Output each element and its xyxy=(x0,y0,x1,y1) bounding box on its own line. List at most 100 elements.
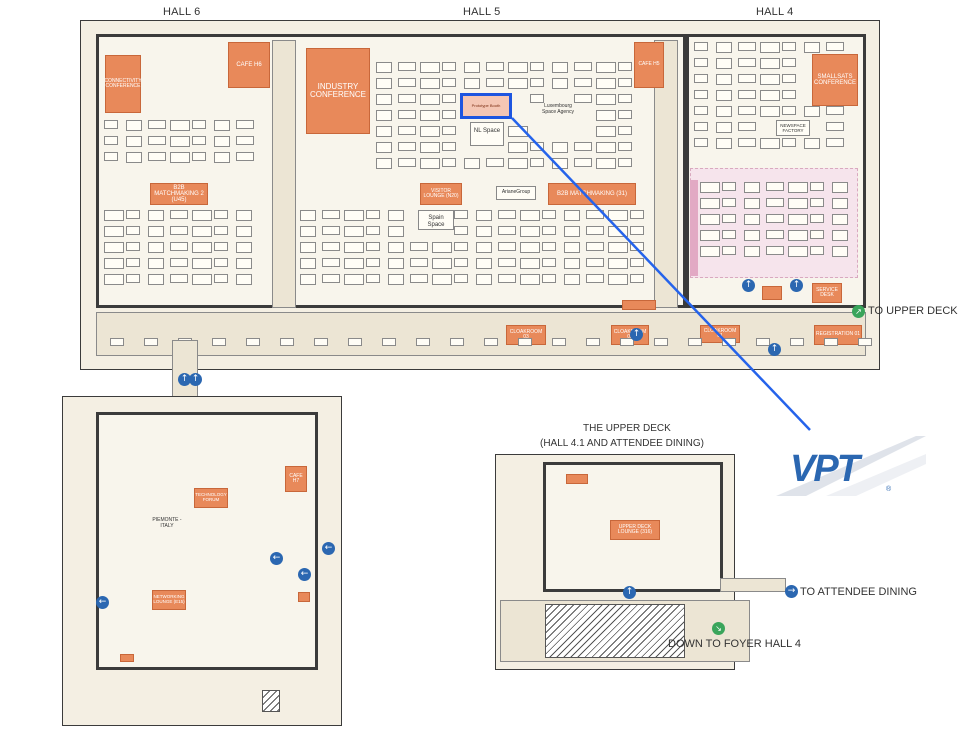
booth[interactable] xyxy=(376,78,392,89)
corridor-booth[interactable] xyxy=(620,338,634,346)
booth[interactable] xyxy=(694,122,708,131)
booth[interactable] xyxy=(694,138,708,147)
booth[interactable] xyxy=(300,242,316,253)
booth[interactable] xyxy=(596,142,616,153)
booth[interactable] xyxy=(564,210,580,221)
booth[interactable] xyxy=(148,210,164,221)
booth[interactable] xyxy=(388,274,404,285)
booth[interactable] xyxy=(694,106,708,115)
booth[interactable] xyxy=(214,242,228,251)
corridor-booth[interactable] xyxy=(688,338,702,346)
booth[interactable] xyxy=(300,274,316,285)
booth[interactable] xyxy=(476,242,492,253)
booth[interactable] xyxy=(442,78,456,87)
booth[interactable] xyxy=(344,210,364,221)
booth[interactable] xyxy=(508,62,528,73)
booth[interactable] xyxy=(420,142,440,153)
booth[interactable] xyxy=(388,242,404,253)
booth[interactable] xyxy=(192,136,206,145)
booth[interactable] xyxy=(498,242,516,251)
booth[interactable] xyxy=(432,274,452,285)
booth[interactable] xyxy=(738,122,756,131)
arianegroup-booth[interactable]: ArianeGroup xyxy=(496,186,536,200)
booth[interactable] xyxy=(420,78,440,89)
up-arrow-icon[interactable]: ↑ xyxy=(189,373,202,386)
booth[interactable] xyxy=(214,136,230,147)
corridor-booth[interactable] xyxy=(858,338,872,346)
booth[interactable] xyxy=(476,210,492,221)
spain-space-booth[interactable]: Spain Space xyxy=(418,210,454,230)
booth[interactable] xyxy=(398,158,416,167)
booth[interactable] xyxy=(148,242,164,253)
booth[interactable] xyxy=(618,126,632,135)
booth[interactable] xyxy=(586,226,604,235)
booth[interactable] xyxy=(618,158,632,167)
booth[interactable] xyxy=(542,258,556,267)
booth[interactable] xyxy=(586,274,604,283)
booth[interactable] xyxy=(508,142,528,153)
booth[interactable] xyxy=(826,138,844,147)
booth[interactable] xyxy=(782,106,796,115)
booth[interactable] xyxy=(520,274,540,285)
booth[interactable] xyxy=(618,62,632,71)
booth[interactable] xyxy=(126,136,142,147)
corridor-booth[interactable] xyxy=(790,338,804,346)
booth[interactable] xyxy=(760,74,780,85)
connectivity-conference[interactable]: CONNECTIVITY CONFERENCE xyxy=(104,55,142,113)
booth[interactable] xyxy=(398,142,416,151)
booth[interactable] xyxy=(530,78,544,87)
corridor-booth[interactable] xyxy=(654,338,668,346)
booth[interactable] xyxy=(192,258,212,269)
booth[interactable] xyxy=(398,62,416,71)
booth[interactable] xyxy=(104,274,124,285)
stairs-up-icon[interactable]: ↗ xyxy=(852,305,865,318)
corridor-booth[interactable] xyxy=(756,338,770,346)
booth[interactable] xyxy=(722,214,736,223)
booth[interactable] xyxy=(508,158,528,169)
booth[interactable] xyxy=(716,90,732,101)
booth[interactable] xyxy=(574,62,592,71)
booth[interactable] xyxy=(376,94,392,105)
booth[interactable] xyxy=(782,138,796,147)
booth[interactable] xyxy=(782,74,796,83)
booth[interactable] xyxy=(826,122,844,131)
booth[interactable] xyxy=(574,78,592,87)
booth[interactable] xyxy=(126,242,140,251)
booth[interactable] xyxy=(398,110,416,119)
booth[interactable] xyxy=(236,226,252,237)
corridor-booth[interactable] xyxy=(586,338,600,346)
booth[interactable] xyxy=(810,198,824,207)
nl-space-booth[interactable]: NL Space xyxy=(470,122,504,146)
booth[interactable] xyxy=(170,210,188,219)
booth[interactable] xyxy=(520,226,540,237)
booth[interactable] xyxy=(322,274,340,283)
booth[interactable] xyxy=(788,214,808,225)
booth[interactable] xyxy=(596,78,616,89)
booth[interactable] xyxy=(744,214,760,225)
booth[interactable] xyxy=(322,226,340,235)
left-arrow-icon[interactable]: ← xyxy=(270,552,283,565)
booth[interactable] xyxy=(366,242,380,251)
booth[interactable] xyxy=(574,94,592,103)
corridor-booth[interactable] xyxy=(824,338,838,346)
booth[interactable] xyxy=(832,198,848,209)
booth[interactable] xyxy=(564,242,580,253)
cafe-h5[interactable]: CAFE H5 xyxy=(634,42,664,88)
corridor-booth[interactable] xyxy=(382,338,396,346)
booth[interactable] xyxy=(542,242,556,251)
booth[interactable] xyxy=(442,142,456,151)
booth[interactable] xyxy=(596,110,616,121)
corridor-booth[interactable] xyxy=(348,338,362,346)
booth[interactable] xyxy=(214,120,230,131)
booth[interactable] xyxy=(766,182,784,191)
booth[interactable] xyxy=(376,142,392,153)
booth[interactable] xyxy=(236,274,252,285)
booth[interactable] xyxy=(170,136,190,147)
booth[interactable] xyxy=(520,242,540,253)
booth[interactable] xyxy=(300,210,316,221)
up-arrow-icon[interactable]: ↑ xyxy=(630,328,643,341)
booth[interactable] xyxy=(716,138,732,149)
booth[interactable] xyxy=(192,210,212,221)
booth[interactable] xyxy=(760,42,780,53)
technology-forum[interactable]: TECHNOLOGY FORUM xyxy=(194,488,228,508)
